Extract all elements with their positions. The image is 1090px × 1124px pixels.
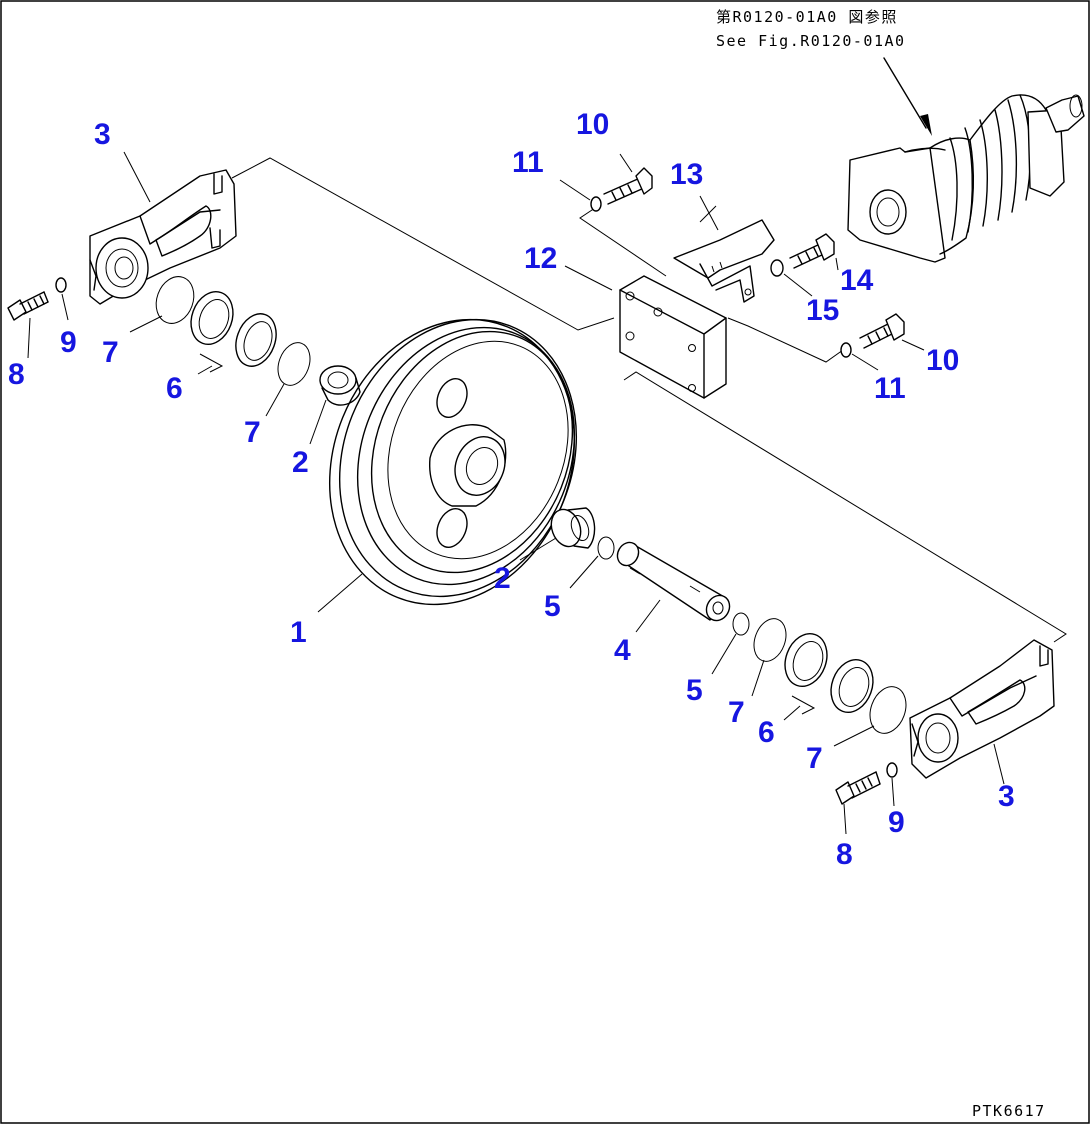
callout-2-a: 2	[292, 446, 309, 479]
callout-2-b: 2	[494, 562, 511, 595]
plug-5-a	[597, 536, 615, 560]
callout-12: 12	[524, 242, 557, 275]
callout-7-d: 7	[806, 742, 823, 775]
bushing-2-b	[550, 507, 596, 549]
reference-jp: 第R0120-01A0 図参照	[716, 8, 898, 26]
callout-3-upper: 3	[94, 118, 111, 151]
callout-10-upper: 10	[576, 108, 609, 141]
callout-1: 1	[290, 616, 307, 649]
callout-10-lower: 10	[926, 344, 959, 377]
cover-13	[673, 219, 775, 303]
bolt-14	[789, 233, 835, 269]
callout-3-lower: 3	[998, 780, 1015, 813]
shaft-4	[616, 541, 731, 622]
floating-seal-6-a	[190, 291, 277, 373]
callout-7-b: 7	[244, 416, 261, 449]
o-ring-7-b	[277, 342, 311, 386]
washer-15	[770, 259, 784, 277]
callout-15: 15	[806, 294, 839, 327]
bolt-8-left-upper	[7, 291, 49, 321]
callout-8-lower: 8	[836, 838, 853, 871]
idler-wheel	[328, 318, 578, 606]
bushing-2-a	[319, 365, 361, 406]
callout-13: 13	[670, 158, 703, 191]
callout-numbers: 3 8 9 7 6 7 2 1 2 5 4 5 7 6 7 3 9 8 10 1…	[8, 108, 1015, 871]
callout-5-a: 5	[544, 590, 561, 623]
callout-11-upper: 11	[512, 146, 544, 179]
plug-5-b	[732, 612, 750, 636]
guide-block-12	[619, 275, 727, 399]
floating-seal-6-b	[784, 633, 874, 715]
washer-11-lower	[840, 342, 852, 358]
leader-lines	[27, 151, 1005, 835]
callout-11-lower: 11	[874, 372, 906, 405]
o-ring-7-a	[155, 276, 195, 324]
callout-14: 14	[840, 264, 874, 297]
callout-5-b: 5	[686, 674, 703, 707]
recoil-spring-assembly	[847, 94, 1085, 263]
washer-9-right-lower	[886, 762, 898, 778]
idler-yoke-right	[909, 639, 1055, 779]
washer-9-left-upper	[55, 277, 67, 293]
callout-6-a: 6	[166, 372, 183, 405]
callout-8-upper: 8	[8, 358, 25, 391]
bolt-10-lower	[859, 313, 905, 349]
callout-4: 4	[614, 634, 631, 667]
reference-en: See Fig.R0120-01A0	[716, 32, 906, 50]
callout-7-a: 7	[102, 336, 119, 369]
o-ring-7-d	[869, 686, 907, 734]
callout-7-c: 7	[728, 696, 745, 729]
callout-9-lower: 9	[888, 806, 905, 839]
bolt-10-upper	[603, 167, 653, 205]
callout-9-upper: 9	[60, 326, 77, 359]
bolt-8-right-lower	[835, 771, 881, 805]
drawing-code: PTK6617	[972, 1102, 1046, 1120]
washer-11-upper	[590, 196, 602, 212]
reference-arrow	[883, 57, 932, 136]
o-ring-7-c	[753, 618, 787, 662]
idler-yoke-left	[89, 169, 237, 305]
assembly-guide-lines	[231, 157, 1067, 643]
callout-6-b: 6	[758, 716, 775, 749]
